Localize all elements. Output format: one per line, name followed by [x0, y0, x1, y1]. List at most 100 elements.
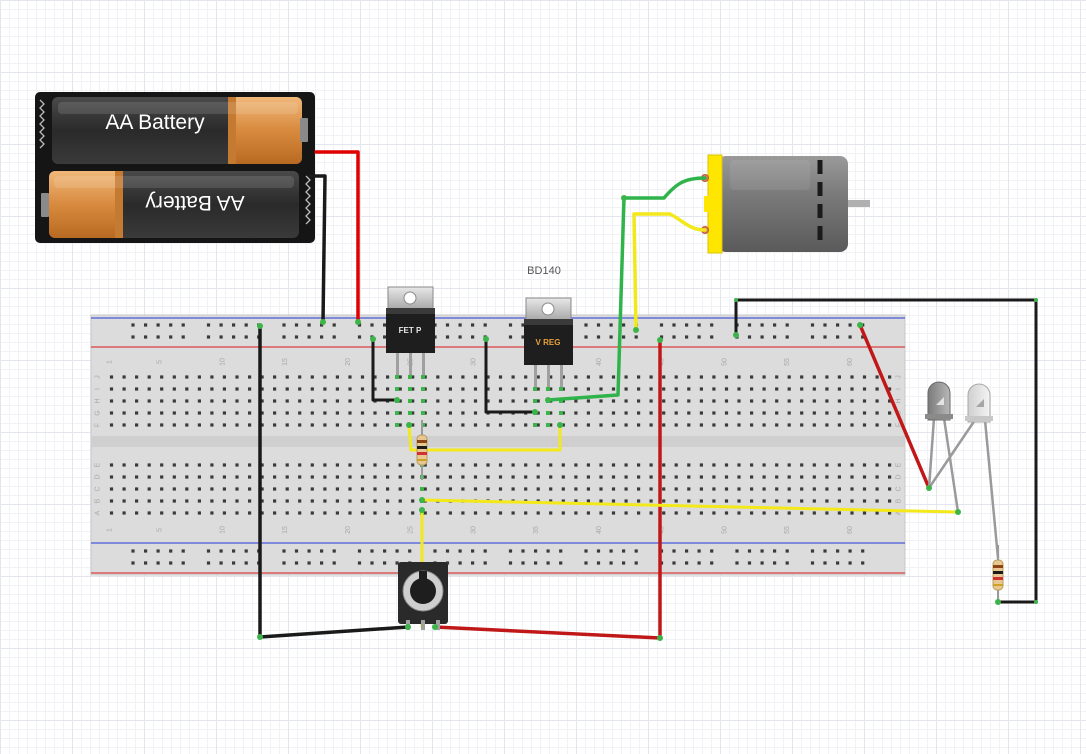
breadboard-hole[interactable]: [448, 511, 452, 515]
breadboard-hole[interactable]: [737, 375, 741, 379]
breadboard-hole[interactable]: [298, 475, 302, 479]
breadboard-hole[interactable]: [109, 463, 114, 467]
breadboard-hole[interactable]: [637, 463, 641, 467]
breadboard-hole[interactable]: [586, 387, 590, 391]
breadboard-hole[interactable]: [373, 387, 377, 391]
breadboard-hole[interactable]: [210, 511, 214, 515]
breadboard-hole[interactable]: [596, 561, 601, 565]
breadboard-hole[interactable]: [737, 399, 741, 403]
breadboard-hole-connected[interactable]: [546, 423, 550, 427]
breadboard-hole[interactable]: [109, 375, 114, 379]
breadboard-hole[interactable]: [285, 399, 289, 403]
breadboard-hole[interactable]: [699, 487, 703, 491]
breadboard-hole[interactable]: [848, 323, 852, 327]
breadboard-hole[interactable]: [674, 499, 678, 503]
breadboard-hole[interactable]: [370, 549, 374, 553]
breadboard-hole-connected[interactable]: [408, 387, 412, 391]
breadboard-hole[interactable]: [837, 499, 841, 503]
breadboard-hole[interactable]: [332, 323, 336, 327]
breadboard-hole[interactable]: [285, 487, 289, 491]
breadboard-hole-connected[interactable]: [546, 387, 550, 391]
breadboard-hole[interactable]: [850, 487, 854, 491]
breadboard-hole[interactable]: [185, 411, 189, 415]
breadboard-hole[interactable]: [298, 499, 302, 503]
breadboard-hole[interactable]: [131, 323, 135, 327]
breadboard-hole[interactable]: [850, 499, 854, 503]
breadboard-hole[interactable]: [862, 423, 867, 427]
breadboard-hole[interactable]: [436, 487, 440, 491]
breadboard-hole[interactable]: [386, 475, 390, 479]
breadboard-hole[interactable]: [310, 511, 314, 515]
breadboard-hole[interactable]: [197, 411, 201, 415]
breadboard-hole[interactable]: [156, 323, 160, 327]
breadboard-hole[interactable]: [411, 387, 415, 391]
breadboard-hole[interactable]: [536, 411, 540, 415]
breadboard-hole[interactable]: [662, 499, 666, 503]
breadboard-hole[interactable]: [222, 499, 226, 503]
breadboard-hole[interactable]: [812, 387, 816, 391]
breadboard-hole[interactable]: [395, 549, 399, 553]
breadboard-hole[interactable]: [624, 475, 628, 479]
breadboard-hole[interactable]: [586, 411, 590, 415]
breadboard-hole[interactable]: [687, 475, 691, 479]
breadboard-hole[interactable]: [486, 487, 490, 491]
breadboard-hole[interactable]: [109, 399, 114, 403]
breadboard-hole[interactable]: [273, 399, 277, 403]
breadboard-hole[interactable]: [461, 511, 465, 515]
breadboard-hole[interactable]: [282, 561, 286, 565]
breadboard-hole[interactable]: [332, 549, 336, 553]
breadboard-hole[interactable]: [310, 475, 314, 479]
breadboard-hole[interactable]: [260, 399, 264, 403]
breadboard-hole[interactable]: [888, 475, 892, 479]
breadboard-hole[interactable]: [307, 335, 311, 339]
breadboard-hole[interactable]: [172, 375, 176, 379]
breadboard-hole[interactable]: [235, 463, 239, 467]
breadboard-hole[interactable]: [448, 399, 452, 403]
breadboard-hole[interactable]: [423, 475, 427, 479]
breadboard-hole[interactable]: [875, 423, 879, 427]
breadboard-hole[interactable]: [310, 487, 314, 491]
breadboard-hole[interactable]: [436, 475, 440, 479]
breadboard-hole[interactable]: [461, 411, 465, 415]
breadboard-hole[interactable]: [360, 475, 365, 479]
breadboard-hole[interactable]: [471, 323, 475, 327]
breadboard-hole[interactable]: [298, 399, 302, 403]
breadboard-hole[interactable]: [810, 561, 815, 565]
breadboard-hole[interactable]: [724, 499, 729, 503]
breadboard-hole[interactable]: [458, 323, 462, 327]
breadboard-hole[interactable]: [357, 323, 362, 327]
breadboard-hole[interactable]: [498, 399, 503, 403]
breadboard-hole[interactable]: [599, 411, 603, 415]
breadboard-hole[interactable]: [185, 423, 189, 427]
breadboard-hole[interactable]: [649, 411, 653, 415]
breadboard-hole[interactable]: [398, 499, 402, 503]
breadboard-hole[interactable]: [498, 423, 503, 427]
breadboard-hole[interactable]: [848, 335, 852, 339]
breadboard-hole[interactable]: [147, 499, 151, 503]
breadboard-hole[interactable]: [511, 475, 515, 479]
breadboard-hole[interactable]: [260, 375, 264, 379]
resistor[interactable]: [992, 545, 1004, 602]
breadboard-hole[interactable]: [411, 499, 415, 503]
breadboard-hole[interactable]: [235, 487, 239, 491]
breadboard-hole[interactable]: [172, 387, 176, 391]
breadboard-hole-connected[interactable]: [559, 411, 563, 415]
breadboard-hole[interactable]: [837, 387, 841, 391]
breadboard-hole[interactable]: [662, 387, 666, 391]
breadboard-hole[interactable]: [712, 375, 716, 379]
breadboard-hole[interactable]: [222, 463, 226, 467]
breadboard-hole[interactable]: [285, 463, 289, 467]
breadboard-hole[interactable]: [332, 335, 336, 339]
breadboard-hole[interactable]: [549, 387, 553, 391]
breadboard-hole[interactable]: [144, 561, 148, 565]
breadboard-hole[interactable]: [169, 335, 173, 339]
breadboard-hole[interactable]: [787, 423, 791, 427]
breadboard-hole[interactable]: [135, 511, 139, 515]
breadboard-hole[interactable]: [260, 423, 264, 427]
breadboard-hole[interactable]: [511, 387, 515, 391]
breadboard-hole[interactable]: [373, 475, 377, 479]
breadboard-hole[interactable]: [320, 335, 324, 339]
breadboard-hole[interactable]: [135, 375, 139, 379]
breadboard-hole[interactable]: [875, 487, 879, 491]
breadboard-hole[interactable]: [521, 323, 525, 327]
